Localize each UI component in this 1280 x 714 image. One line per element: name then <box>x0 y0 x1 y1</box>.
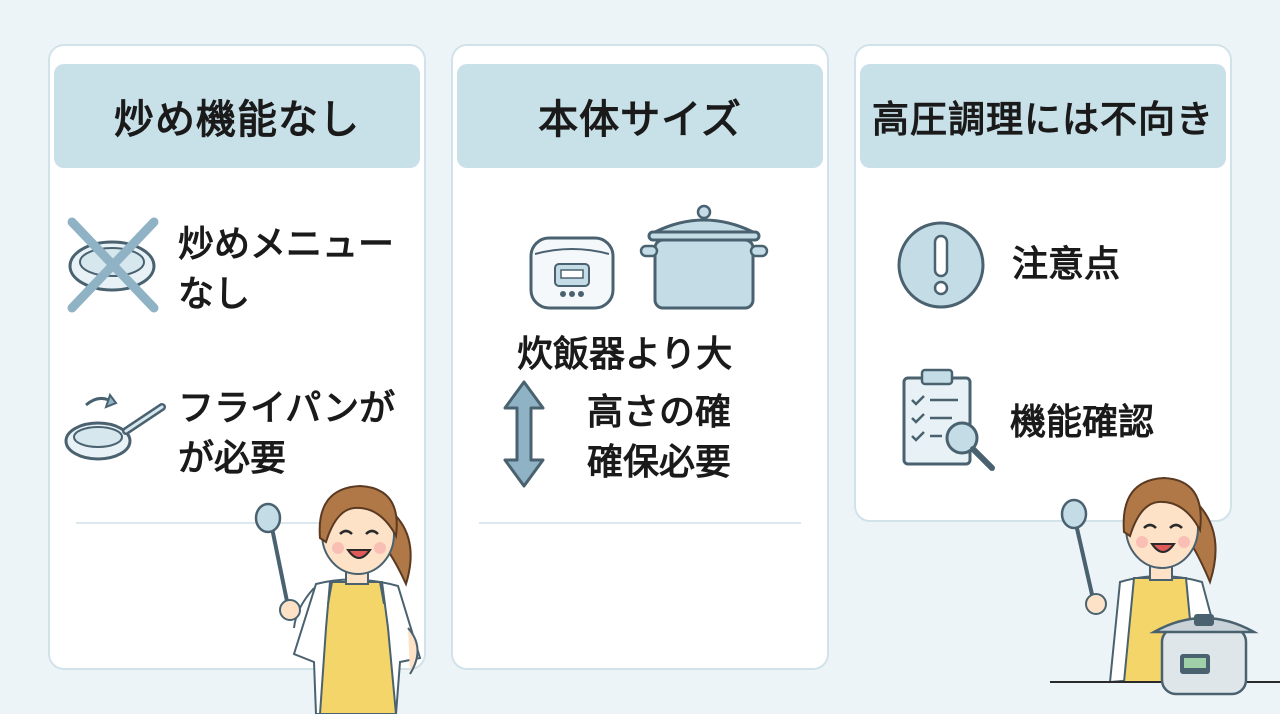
clipboard-search-icon <box>902 368 998 472</box>
pot-icon <box>639 204 769 314</box>
larger-than-rice-cooker-label: 炊飯器より大 <box>517 334 733 375</box>
frying-pan-needed-label: フライパンが が必要 <box>178 388 396 479</box>
card-title: 本体サイズ <box>457 64 823 168</box>
frying-pan-icon <box>64 391 168 471</box>
exclamation-icon <box>896 220 986 310</box>
card-body-size: 本体サイズ 炊飯器より大 高さの確 確保必要 <box>451 44 829 670</box>
check-functions-label: 機能確認 <box>1010 402 1155 443</box>
no-stir-fry-menu-label: 炒めメニュー なし <box>178 224 395 315</box>
woman-with-ladle-illustration <box>250 478 440 714</box>
card-title: 炒め機能なし <box>54 64 420 168</box>
vertical-arrow-icon <box>501 380 547 488</box>
woman-with-pressure-cooker-illustration <box>1050 462 1280 714</box>
rice-cooker-icon <box>527 228 617 312</box>
card-no-stir-fry: 炒め機能なし 炒めメニュー なし フライパンが が必要 <box>48 44 426 670</box>
caution-label: 注意点 <box>1012 244 1121 285</box>
divider <box>76 522 398 524</box>
divider <box>479 522 801 524</box>
height-clearance-label: 高さの確 確保必要 <box>587 392 732 483</box>
card-title: 高圧調理には不向き <box>860 64 1226 168</box>
card-not-for-pressure-cooking: 高圧調理には不向き 注意点 機能確認 <box>854 44 1232 522</box>
crossed-pan-icon <box>64 216 164 316</box>
